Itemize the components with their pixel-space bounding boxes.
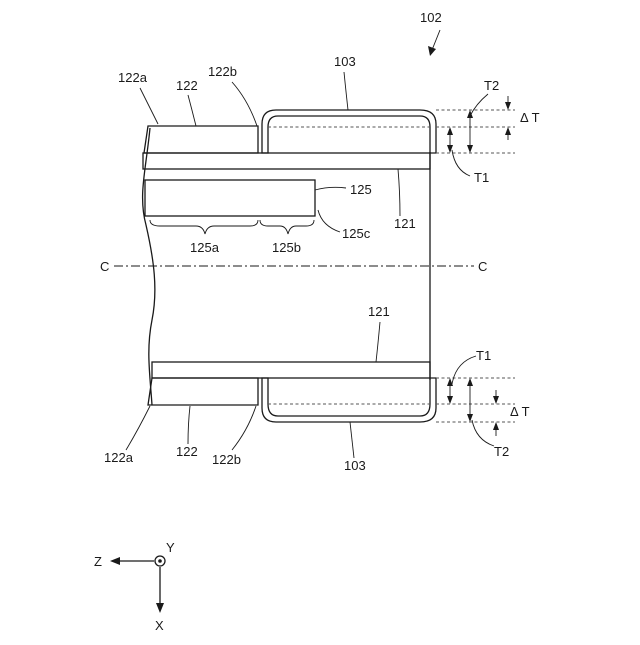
part-121-bottom bbox=[152, 362, 430, 378]
label-125b: 125b bbox=[272, 240, 301, 255]
axis-label-x: X bbox=[155, 618, 164, 633]
label-122-bottom: 122 bbox=[176, 444, 198, 459]
dim-dt-bottom-arrow-2 bbox=[493, 422, 499, 430]
label-125a: 125a bbox=[190, 240, 220, 255]
label-t1-top: T1 bbox=[474, 170, 489, 185]
leader-t1-top bbox=[452, 150, 470, 176]
axis-label-y: Y bbox=[166, 540, 175, 555]
label-122-top: 122 bbox=[176, 78, 198, 93]
label-122b-top: 122b bbox=[208, 64, 237, 79]
part-125 bbox=[145, 180, 315, 216]
label-103-top: 103 bbox=[334, 54, 356, 69]
brace-125a bbox=[150, 220, 258, 234]
label-c-right: C bbox=[478, 259, 487, 274]
figure-number-leader bbox=[432, 30, 440, 50]
leader-122a-bottom bbox=[126, 406, 150, 450]
label-c-left: C bbox=[100, 259, 109, 274]
dim-t2-top-arrow-down bbox=[467, 145, 473, 153]
figure-number: 102 bbox=[420, 10, 442, 25]
part-103-top bbox=[262, 110, 436, 153]
leader-122-top bbox=[188, 95, 196, 126]
leader-122b-bottom bbox=[232, 406, 256, 450]
leader-122a-top bbox=[140, 88, 158, 124]
dim-dt-bottom-arrow-1 bbox=[493, 396, 499, 404]
label-125c: 125c bbox=[342, 226, 371, 241]
label-t2-top: T2 bbox=[484, 78, 499, 93]
label-122a-top: 122a bbox=[118, 70, 148, 85]
dim-t2-top-arrow-up bbox=[467, 110, 473, 118]
leader-t1-bottom bbox=[452, 356, 476, 384]
part-103-bottom bbox=[262, 378, 436, 422]
leader-103-bottom bbox=[350, 422, 354, 458]
axis-label-z: Z bbox=[94, 554, 102, 569]
figure-number-arrowhead bbox=[428, 46, 436, 56]
leader-125c bbox=[318, 210, 340, 232]
label-122a-bottom: 122a bbox=[104, 450, 134, 465]
leader-103-top bbox=[344, 72, 348, 110]
leader-122-bottom bbox=[188, 406, 190, 444]
leader-121-bottom bbox=[376, 322, 380, 362]
label-121-top: 121 bbox=[394, 216, 416, 231]
part-122-bottom bbox=[148, 378, 258, 405]
dim-dt-top-arrow-2 bbox=[505, 127, 511, 135]
label-125: 125 bbox=[350, 182, 372, 197]
x-axis-arrowhead bbox=[156, 603, 164, 613]
leader-121-top bbox=[398, 169, 400, 216]
dim-t2-bottom-arrow-up bbox=[467, 378, 473, 386]
dim-t1-top-arrow-up bbox=[447, 127, 453, 135]
leader-t2-top bbox=[470, 94, 488, 116]
part-122-top bbox=[144, 126, 258, 153]
leader-t2-bottom bbox=[472, 420, 494, 446]
label-t1-bottom: T1 bbox=[476, 348, 491, 363]
label-121-bottom: 121 bbox=[368, 304, 390, 319]
z-axis-arrowhead bbox=[110, 557, 120, 565]
label-t2-bottom: T2 bbox=[494, 444, 509, 459]
label-dt-bottom: Δ T bbox=[510, 404, 530, 419]
label-122b-bottom: 122b bbox=[212, 452, 241, 467]
part-121-top bbox=[143, 153, 430, 169]
dim-dt-top-arrow-1 bbox=[505, 102, 511, 110]
dim-t1-bottom-arrow-down bbox=[447, 396, 453, 404]
leader-122b-top bbox=[232, 82, 257, 126]
y-axis-dot bbox=[158, 559, 162, 563]
brace-125b bbox=[260, 220, 314, 234]
leader-125 bbox=[315, 187, 346, 190]
label-dt-top: Δ T bbox=[520, 110, 540, 125]
label-103-bottom: 103 bbox=[344, 458, 366, 473]
